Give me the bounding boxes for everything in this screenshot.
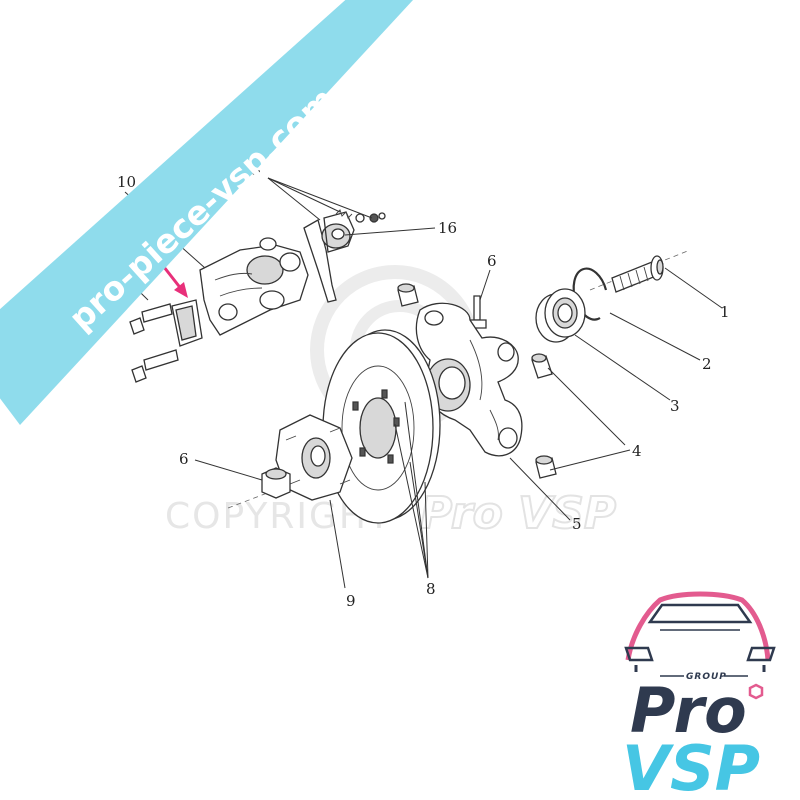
callout-16: 16 — [438, 219, 457, 237]
part-12-brake-pad — [171, 299, 203, 347]
car-outline-icon — [624, 591, 776, 672]
part-3-bearing — [535, 288, 586, 343]
part-16-park-brake-lever — [303, 211, 355, 303]
part-6-hub-nut — [227, 467, 291, 509]
part-1-axle-shaft — [589, 249, 691, 293]
part-11-caliper-bolts — [129, 303, 179, 383]
callout-9: 9 — [346, 592, 356, 610]
callout-5: 5 — [572, 515, 582, 533]
logo-group-text: GROUP — [686, 672, 727, 682]
callout-6-upper: 6 — [487, 252, 497, 270]
arrow-head-icon — [174, 282, 188, 298]
part-8-brake-disc — [322, 329, 441, 524]
part-bushing-upper — [397, 283, 419, 307]
callout-1: 1 — [720, 303, 730, 321]
callout-2: 2 — [702, 355, 712, 373]
part-15-spring-and-nuts — [335, 209, 386, 223]
pro-vsp-logo: GROUP Pro VSP — [622, 591, 776, 800]
logo-vsp-text: VSP — [622, 732, 760, 800]
part-13-brake-caliper — [199, 237, 309, 336]
part-9-wheel-hub — [275, 414, 353, 501]
callout-6-lower: 6 — [179, 450, 189, 468]
part-4-bushings — [531, 353, 557, 479]
logo-pro-text: Pro — [630, 674, 747, 747]
callout-8: 8 — [426, 580, 436, 598]
callout-4: 4 — [632, 442, 642, 460]
hexagon-icon — [748, 683, 764, 700]
leader-lines — [54, 177, 723, 589]
callout-10: 10 — [117, 173, 136, 191]
callout-3: 3 — [670, 397, 680, 415]
brand-watermark-text: Pro VSP — [420, 488, 616, 539]
part-2-circlip — [572, 267, 608, 321]
